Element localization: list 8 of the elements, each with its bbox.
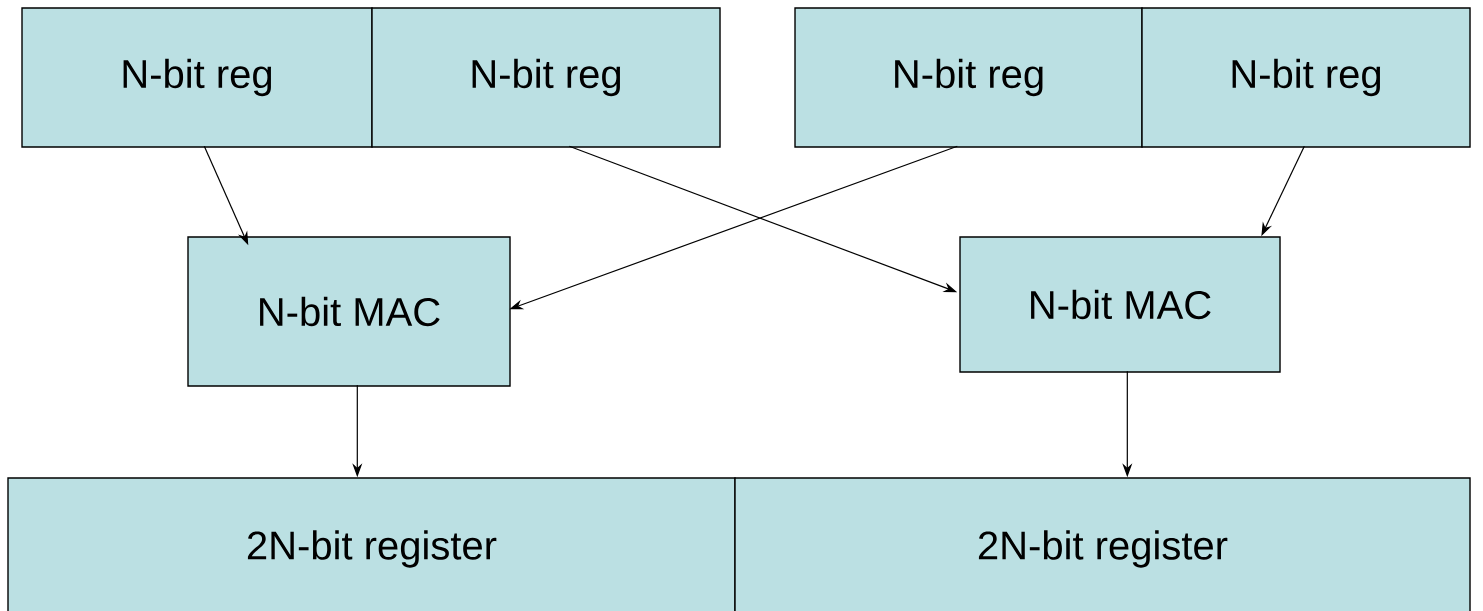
register-box: 2N-bit register <box>734 477 1471 611</box>
register-box: N-bit MAC <box>959 236 1281 373</box>
register-box: N-bit MAC <box>187 236 511 387</box>
register-box: N-bit reg <box>794 7 1143 148</box>
register-box: 2N-bit register <box>7 477 736 611</box>
register-box: N-bit reg <box>1141 7 1471 148</box>
register-box: N-bit reg <box>371 7 721 148</box>
register-box: N-bit reg <box>21 7 373 148</box>
